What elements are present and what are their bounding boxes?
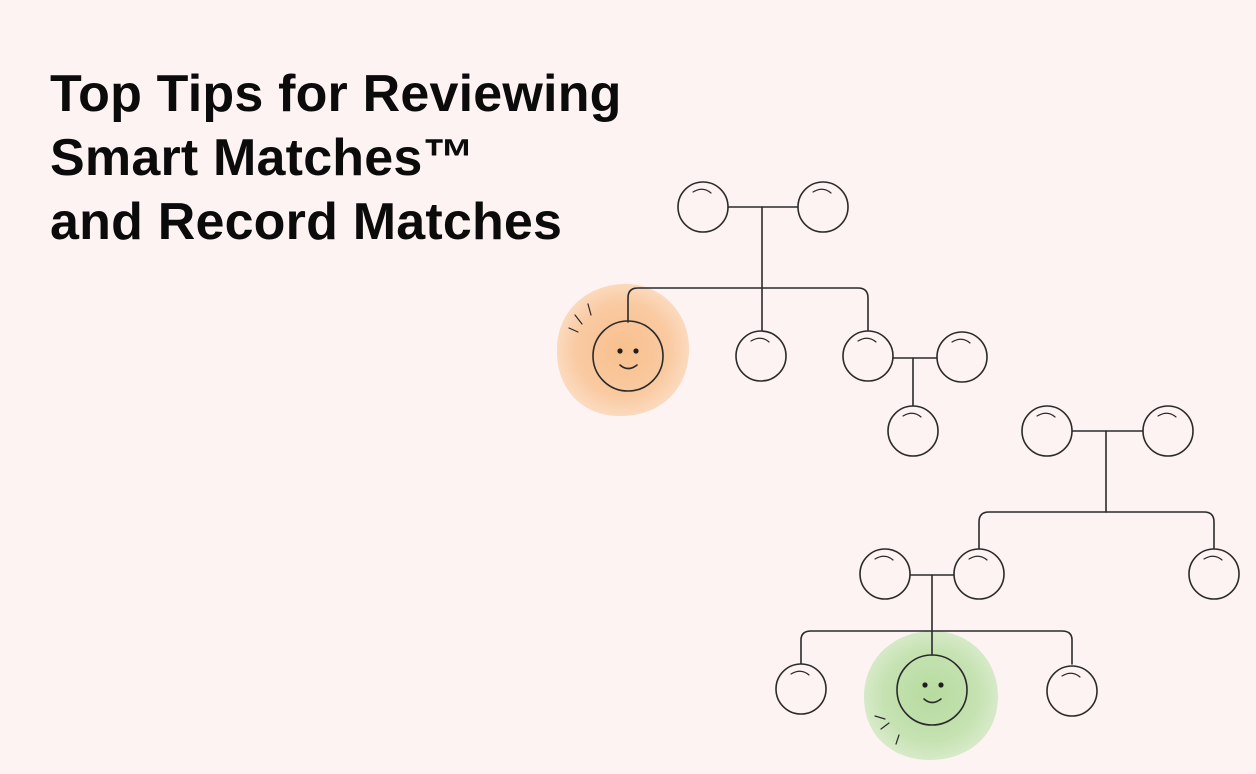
- smiley-face-icon: [874, 654, 968, 745]
- upper-siblings-line: [627, 287, 869, 331]
- lower-tree: [775, 405, 1240, 760]
- upper-tree: [556, 181, 988, 457]
- green-highlight: [864, 630, 999, 760]
- page-title: Top Tips for Reviewing Smart Matches™ an…: [50, 62, 622, 254]
- person-node: [1021, 405, 1073, 457]
- lower-siblings-line: [978, 511, 1215, 549]
- person-node: [775, 663, 827, 715]
- orange-highlight: [556, 283, 690, 417]
- smiley-face-icon: [568, 303, 664, 392]
- person-node: [842, 330, 894, 382]
- title-line-2: Smart Matches™: [50, 129, 475, 187]
- person-node: [887, 405, 939, 457]
- title-line-3: and Record Matches: [50, 193, 563, 251]
- person-node: [1046, 665, 1098, 717]
- person-node: [1142, 405, 1194, 457]
- title-line-1: Top Tips for Reviewing: [50, 65, 622, 123]
- lower-grandchildren-line: [800, 630, 1073, 665]
- person-node: [735, 330, 787, 382]
- person-node: [859, 548, 911, 600]
- person-node: [797, 181, 849, 233]
- person-node: [1188, 548, 1240, 600]
- person-node: [953, 548, 1005, 600]
- person-node: [936, 331, 988, 383]
- person-node: [677, 181, 729, 233]
